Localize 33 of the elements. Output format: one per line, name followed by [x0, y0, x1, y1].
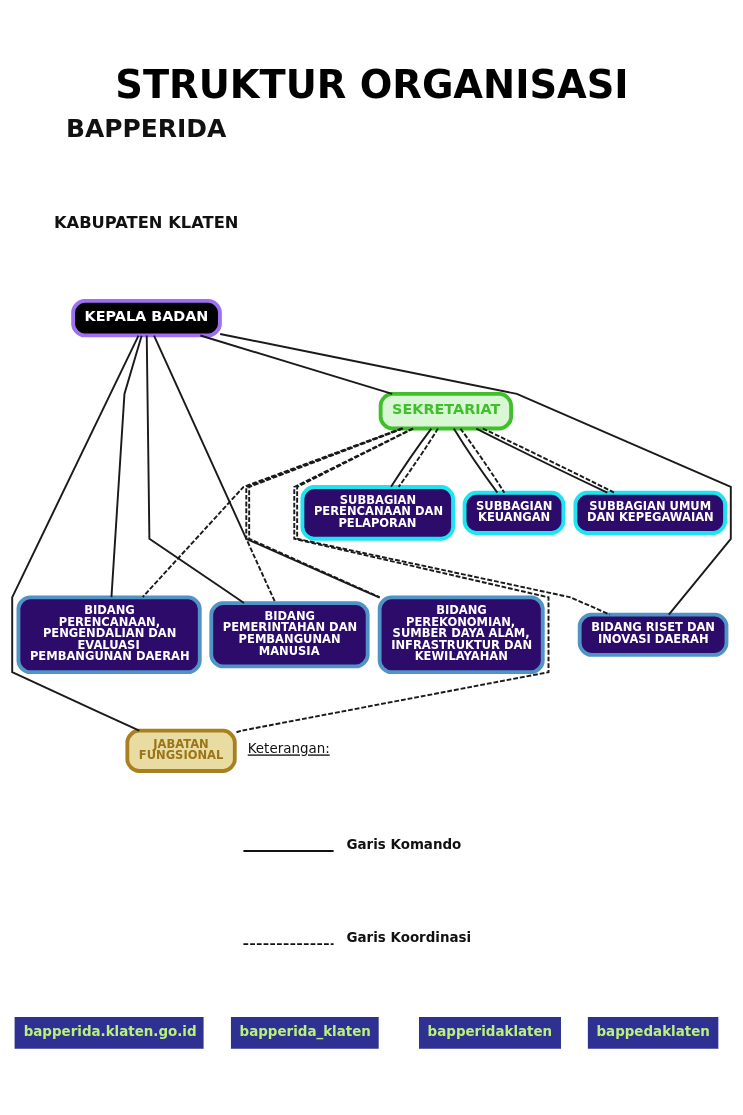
connector: [11, 334, 141, 732]
legend-label: Garis Koordinasi: [346, 930, 472, 946]
connector: [390, 427, 433, 488]
node-box: SUBBAGIAN KEUANGAN: [462, 490, 566, 535]
connector: [219, 333, 732, 616]
label: KABUPATEN KLATEN: [53, 213, 239, 233]
connector: [153, 334, 381, 599]
connector: [199, 334, 394, 395]
label: bapperida.klaten.go.id: [23, 1023, 197, 1039]
node-box: SUBBAGIAN UMUM DAN KEPEGAWAIAN: [573, 490, 727, 535]
label: Keterangan:: [247, 741, 330, 757]
legend-label: Garis Komando: [346, 837, 462, 853]
connector: [110, 334, 143, 599]
connector: [459, 427, 506, 494]
label: bappedaklaten: [596, 1023, 710, 1039]
label: bapperida_klaten: [239, 1023, 371, 1039]
node-box: BIDANG PEMERINTAHAN DAN PEMBANGUNAN MANUSIA: [209, 601, 370, 669]
node-box: JABATAN FUNGSIONAL: [125, 728, 237, 773]
connector: [296, 427, 611, 616]
node-box: BIDANG PEREKONOMIAN, SUMBER DAYA ALAM, INFRASTRUKTUR DAN KEWILAYAHAN: [377, 595, 545, 675]
connector: [452, 427, 499, 494]
connector: [145, 334, 245, 604]
node-box: KEPALA BADAN: [71, 298, 222, 338]
label: bapperidaklaten: [427, 1023, 553, 1039]
label: BAPPERIDA: [65, 114, 227, 144]
diagram-title: STRUKTUR ORGANISASI: [115, 62, 629, 108]
node-box: BIDANG PERENCANAAN, PENGENDALIAN DAN EVALUASI PEMBANGUNAN DAERAH: [16, 595, 202, 675]
node-box: SEKRETARIAT: [378, 392, 513, 431]
node-box: BIDANG RISET DAN INOVASI DAERAH: [577, 612, 729, 657]
connector: [397, 427, 439, 488]
node-box: SUBBAGIAN PERENCANAAN DAN PELAPORAN: [300, 485, 455, 541]
connector: [141, 427, 403, 599]
connector: [234, 427, 550, 734]
